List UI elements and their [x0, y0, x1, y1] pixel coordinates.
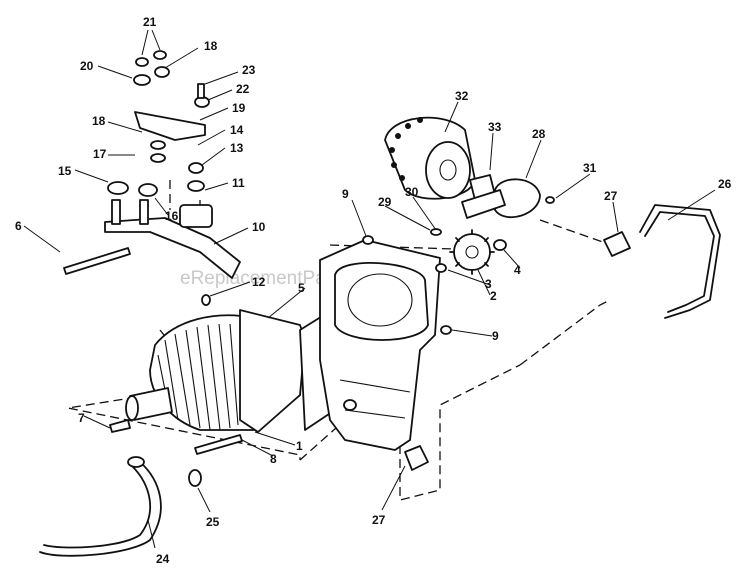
leader-lines — [23, 29, 716, 549]
part-labels: 21 18 20 23 22 19 18 14 13 17 15 11 16 1… — [15, 15, 732, 566]
label-16: 16 — [165, 209, 179, 223]
hardware-stack — [107, 50, 210, 197]
gear — [435, 229, 507, 275]
label-3: 3 — [485, 277, 492, 291]
control-bracket — [63, 199, 241, 279]
label-15: 15 — [58, 164, 72, 178]
label-7: 7 — [78, 411, 85, 425]
label-21: 21 — [143, 15, 157, 29]
label-32: 32 — [455, 89, 469, 103]
mounting-frame — [319, 239, 441, 451]
label-23: 23 — [242, 63, 256, 77]
label-1: 1 — [296, 439, 303, 453]
label-2: 2 — [490, 289, 497, 303]
label-33: 33 — [488, 120, 502, 134]
label-22: 22 — [236, 82, 250, 96]
label-18-top: 18 — [204, 39, 218, 53]
control-rod — [39, 419, 243, 557]
label-10: 10 — [252, 220, 266, 234]
label-24: 24 — [156, 552, 170, 566]
label-17: 17 — [93, 147, 107, 161]
label-28: 28 — [532, 127, 546, 141]
label-26: 26 — [718, 177, 732, 191]
label-31: 31 — [583, 161, 597, 175]
label-8: 8 — [270, 452, 277, 466]
label-29: 29 — [378, 195, 392, 209]
label-30: 30 — [405, 185, 419, 199]
label-11: 11 — [232, 176, 245, 190]
transmission-housing — [125, 304, 351, 433]
hydraulic-line — [404, 204, 721, 471]
small-hardware — [201, 196, 555, 411]
label-14: 14 — [230, 123, 244, 137]
label-20: 20 — [80, 59, 94, 73]
label-18-mid: 18 — [92, 114, 106, 128]
label-12: 12 — [252, 275, 266, 289]
label-13: 13 — [230, 141, 244, 155]
label-27-bottom: 27 — [372, 513, 386, 527]
label-19: 19 — [232, 101, 246, 115]
label-5: 5 — [298, 281, 305, 295]
label-27-top: 27 — [604, 189, 618, 203]
label-9-bottom: 9 — [492, 329, 499, 343]
label-4: 4 — [514, 263, 521, 277]
label-25: 25 — [206, 515, 220, 529]
label-9-top: 9 — [342, 187, 349, 201]
filter-and-pump — [384, 116, 541, 219]
label-6: 6 — [15, 219, 22, 233]
